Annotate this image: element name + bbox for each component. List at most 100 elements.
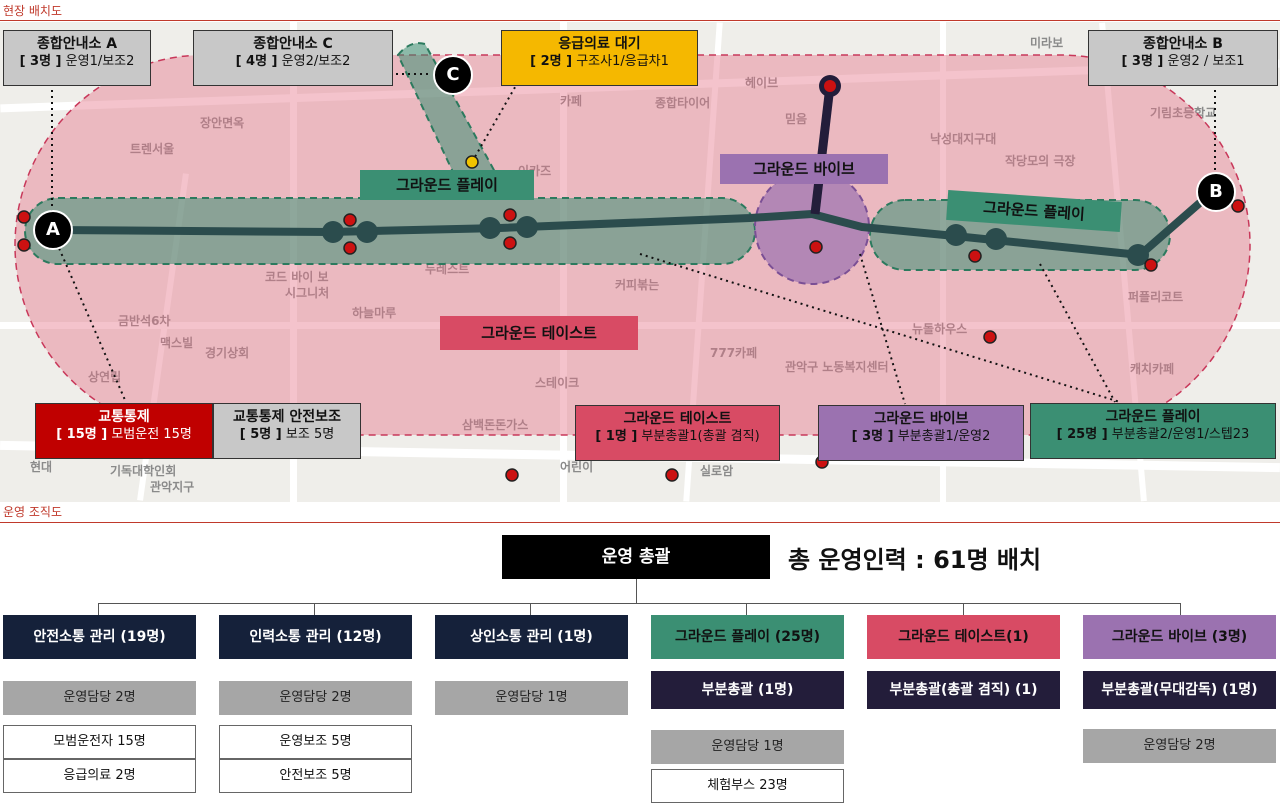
map-place-label: 기독대학인회	[110, 464, 177, 478]
map-place-label: 현대	[30, 460, 53, 474]
org-connector	[314, 603, 315, 615]
traffic-safety-count: [ 5명 ]	[239, 427, 282, 442]
safety-marker	[505, 468, 519, 482]
org-staffing-sub: 운영담당 2명	[219, 681, 412, 715]
traffic-safety-title: 교통통제 안전보조	[233, 409, 341, 425]
map-place-label: 금반석6차	[118, 314, 171, 328]
medical-standby-box: 응급의료 대기 [ 2명 ] 구조사1/응급차1	[501, 30, 698, 86]
zone-label-play-left: 그라운드 플레이	[360, 170, 534, 200]
org-safety-item: 모범운전자 15명	[3, 725, 196, 759]
taste-staff-detail: 부분총괄1(총괄 겸직)	[641, 429, 760, 444]
traffic-control-count: [ 15명 ]	[56, 427, 108, 442]
medical-standby-count: [ 2명 ]	[530, 54, 573, 69]
org-taste-head: 그라운드 테이스트(1)	[867, 615, 1060, 659]
zone-label-taste: 그라운드 테이스트	[440, 316, 638, 350]
play-staff-box: 그라운드 플레이 [ 25명 ] 부분총괄2/운영1/스텝23	[1030, 403, 1276, 459]
map-place-label: 헤이브	[745, 76, 779, 90]
org-taste-mid: 부분총괄(총괄 겸직) (1)	[867, 671, 1060, 709]
play-staff-count: [ 25명 ]	[1056, 427, 1108, 442]
info-booth-b-box: 종합안내소 B [ 3명 ] 운영2 / 보조1	[1088, 30, 1278, 86]
map-place-label: 관악구 노동복지센터	[785, 360, 889, 374]
info-booth-c-title: 종합안내소 C	[253, 36, 333, 52]
route-node	[1127, 244, 1149, 266]
map-place-label: 낙성대지구대	[930, 132, 997, 146]
map-place-label: 작당모의 극장	[1005, 154, 1076, 168]
map-place-label: 카페	[560, 94, 583, 108]
map-section-title: 현장 배치도	[3, 4, 63, 18]
traffic-control-title: 교통통제	[98, 409, 150, 425]
map-street	[0, 322, 1280, 329]
safety-marker	[1144, 258, 1158, 272]
safety-marker	[343, 241, 357, 255]
org-safety-head: 안전소통 관리 (19명)	[3, 615, 196, 659]
safety-marker	[17, 210, 31, 224]
traffic-safety-detail: 보조 5명	[285, 427, 335, 442]
zone-label-vibe: 그라운드 바이브	[720, 154, 888, 184]
org-safety-sub: 운영담당 2명	[3, 681, 196, 715]
info-booth-a-box: 종합안내소 A [ 3명 ] 운영1/보조2	[3, 30, 151, 86]
safety-marker	[1231, 199, 1245, 213]
org-connector	[636, 579, 637, 603]
medical-marker	[465, 155, 479, 169]
entrance-marker-a: A	[33, 210, 73, 250]
map-place-label: 맥스빌	[160, 336, 194, 350]
info-booth-b-detail: 운영2 / 보조1	[1167, 54, 1245, 69]
leader-line-traffic	[51, 231, 126, 401]
map-place-label: 퍼플리코트	[1128, 290, 1184, 304]
org-vibe-mid: 부분총괄(무대감독) (1명)	[1083, 671, 1276, 709]
map-section-divider	[0, 20, 1280, 21]
route-node	[516, 216, 538, 238]
map-place-label: 두레스트	[425, 262, 470, 276]
org-connector	[98, 603, 99, 615]
traffic-control-box: 교통통제 [ 15명 ] 모범운전 15명	[35, 403, 213, 459]
taste-staff-box: 그라운드 테이스트 [ 1명 ] 부분총괄1(총괄 겸직)	[575, 405, 780, 461]
site-map-overlay	[14, 42, 1251, 482]
info-booth-a-count: [ 3명 ]	[19, 54, 62, 69]
route-line	[51, 190, 1213, 259]
org-connector	[530, 603, 531, 615]
safety-marker	[343, 213, 357, 227]
org-safety-item: 응급의료 2명	[3, 759, 196, 793]
org-section-divider	[0, 522, 1280, 523]
info-booth-b-title: 종합안내소 B	[1143, 36, 1223, 52]
org-staffing-item: 안전보조 5명	[219, 759, 412, 793]
leader-line-play-right	[1039, 263, 1116, 403]
traffic-safety-box: 교통통제 안전보조 [ 5명 ] 보조 5명	[213, 403, 361, 459]
safety-marker	[665, 468, 679, 482]
org-connector	[746, 603, 747, 615]
play-staff-title: 그라운드 플레이	[1105, 409, 1201, 425]
entrance-marker-b: B	[1196, 172, 1236, 212]
entrance-marker-c: C	[433, 55, 473, 95]
route-node	[356, 221, 378, 243]
stage-node-inner	[824, 80, 836, 92]
safety-marker	[983, 330, 997, 344]
route-node	[945, 224, 967, 246]
org-vibe-sub: 운영담당 2명	[1083, 729, 1276, 763]
info-booth-b-count: [ 3명 ]	[1121, 54, 1164, 69]
org-merchant-sub: 운영담당 1명	[435, 681, 628, 715]
org-play-item: 체험부스 23명	[651, 769, 844, 803]
safety-marker	[809, 240, 823, 254]
info-booth-a-detail: 운영1/보조2	[65, 54, 135, 69]
map-place-label: 777카페	[710, 346, 758, 360]
vibe-staff-detail: 부분총괄1/운영2	[897, 429, 991, 444]
info-booth-c-count: [ 4명 ]	[235, 54, 278, 69]
safety-marker	[968, 249, 982, 263]
traffic-control-detail: 모범운전 15명	[111, 427, 192, 442]
route-node	[479, 217, 501, 239]
map-place-label: 어린이	[560, 460, 594, 474]
org-connector	[98, 603, 1181, 604]
play-staff-detail: 부분총괄2/운영1/스텝23	[1111, 427, 1250, 442]
org-connector	[963, 603, 964, 615]
map-place-label: 트렌서울	[130, 142, 175, 156]
map-place-label: 삼백돈돈가스	[462, 418, 529, 432]
route-node	[985, 228, 1007, 250]
org-total-staff: 총 운영인력 : 61명 배치	[788, 546, 1042, 574]
vibe-stage-line	[810, 85, 835, 215]
medical-standby-title: 응급의료 대기	[558, 36, 641, 52]
map-place-label: 캐치카페	[1130, 362, 1175, 376]
map-place-label: 하늘마루	[352, 306, 397, 320]
taste-staff-count: [ 1명 ]	[595, 429, 638, 444]
play-zone-branch-area	[396, 42, 497, 189]
map-place-label: 커피볶는	[615, 278, 660, 292]
